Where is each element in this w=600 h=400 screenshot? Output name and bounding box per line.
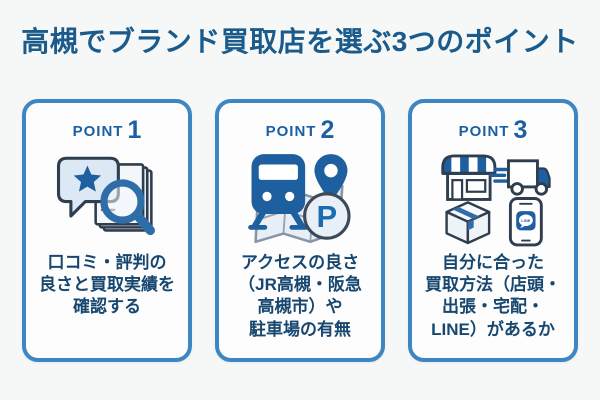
phone-line-icon: LINE	[508, 197, 543, 247]
card-text-3: 自分に合った 買取方法（店頭・ 出張・宅配・ LINE）があるか	[425, 252, 561, 339]
line-label: LINE	[521, 218, 531, 223]
storefront-icon	[441, 154, 497, 202]
parking-icon: P	[303, 191, 351, 240]
point-label: POINT	[72, 122, 124, 140]
star-icon	[73, 165, 102, 192]
review-search-icon	[26, 149, 188, 249]
point-label: POINT	[458, 122, 510, 140]
point-number: 2	[320, 115, 335, 144]
magnifier-icon	[100, 178, 155, 235]
point-label: POINT	[265, 122, 317, 140]
shipping-box-icon	[445, 201, 491, 245]
card-text-1: 口コミ・評判の 良さと買取実績を 確認する	[39, 252, 175, 317]
delivery-truck-icon	[489, 159, 551, 196]
parking-letter: P	[317, 198, 338, 233]
page-title: 高槻でブランド買取店を選ぶ3つのポイント	[21, 26, 579, 57]
access-map-icon: P	[219, 149, 381, 249]
train-icon	[248, 153, 309, 230]
purchase-methods-icon: LINE	[412, 149, 574, 249]
location-pin-icon	[314, 153, 348, 202]
card-text-2: アクセスの良さ （JR高槻・阪急 高槻市）や 駐車場の有無	[238, 252, 362, 339]
point-number: 3	[513, 115, 528, 144]
line-app-icon: LINE	[516, 211, 536, 231]
point-number: 1	[127, 115, 142, 144]
